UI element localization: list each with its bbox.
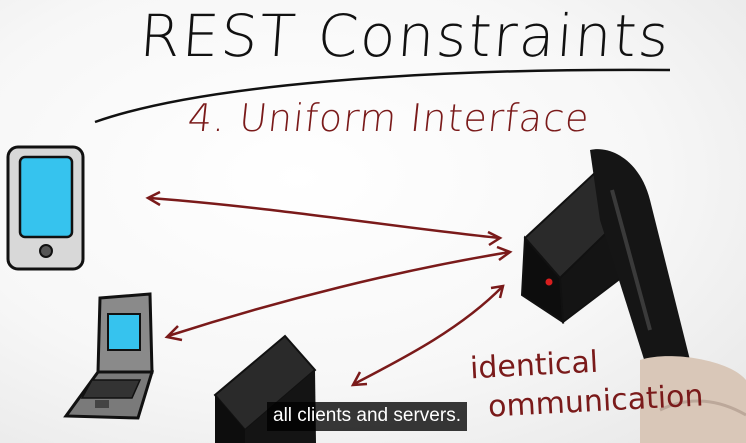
laptop-icon xyxy=(63,292,155,420)
arrow-server-server xyxy=(353,285,504,386)
arrow-phone-server xyxy=(149,196,501,240)
video-caption: all clients and servers. xyxy=(267,402,467,431)
arrow-laptop-server xyxy=(167,250,511,338)
marker-pen-icon xyxy=(590,149,746,443)
whiteboard-subtitle: 4. Uniform Interface xyxy=(185,96,592,140)
title-underline xyxy=(94,68,671,124)
phone-icon xyxy=(6,145,85,271)
whiteboard-title: REST Constraints xyxy=(137,2,673,70)
whiteboard-note-line1: identical xyxy=(469,344,599,387)
arrows xyxy=(145,190,513,387)
